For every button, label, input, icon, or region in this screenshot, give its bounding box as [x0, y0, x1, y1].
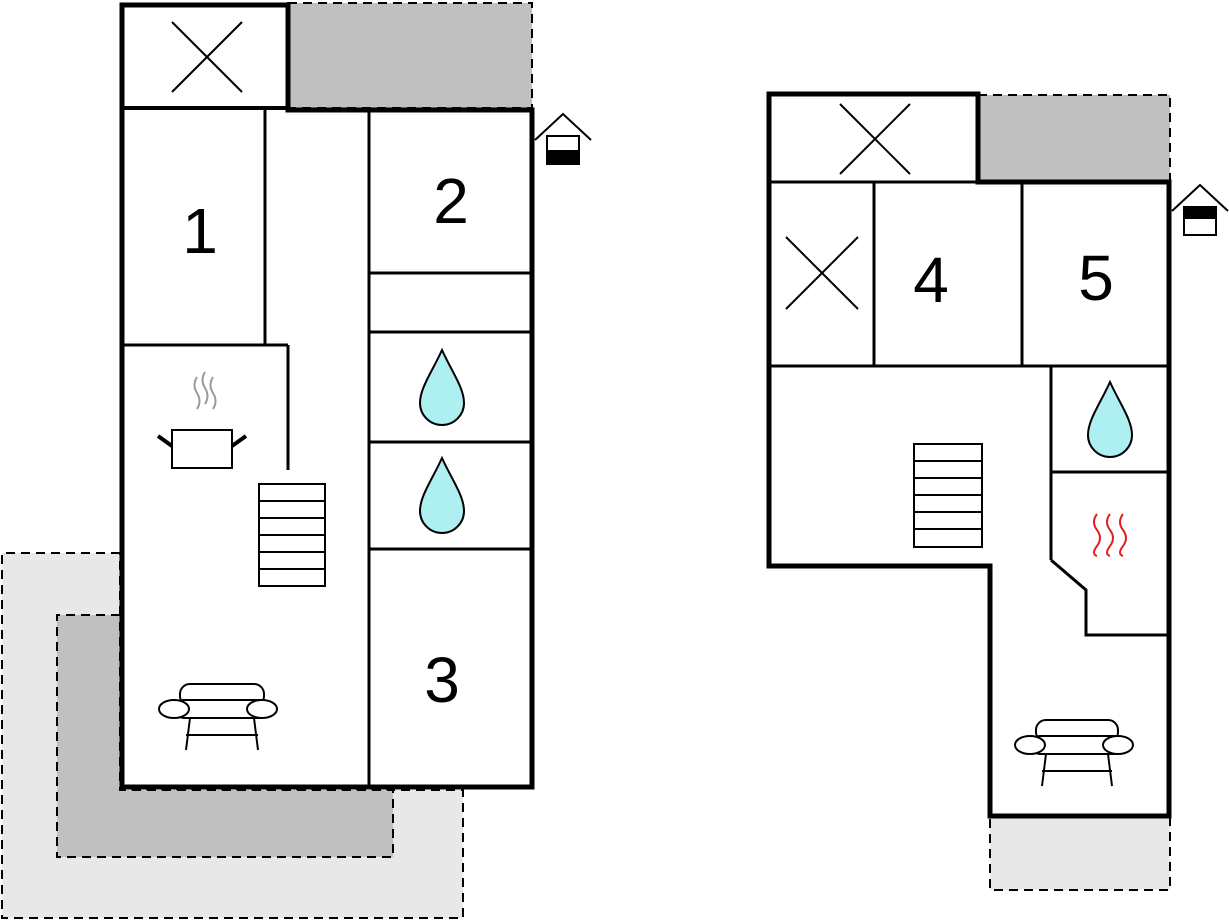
window-x-icon — [171, 21, 243, 93]
bathroom-drop-icon — [418, 347, 466, 426]
sofa-icon — [158, 683, 278, 751]
entrance-icon — [534, 112, 592, 165]
entrance-icon — [1171, 183, 1229, 236]
room-label-1: 1 — [182, 195, 218, 267]
kitchen-pot-icon — [156, 371, 248, 469]
terrace-bottom-right — [989, 816, 1171, 891]
sauna-heat-icon — [1093, 513, 1127, 557]
room-label-2: 2 — [433, 165, 469, 237]
terrace-inner — [56, 614, 394, 858]
stairs-icon — [913, 443, 983, 548]
stairs-icon — [258, 483, 326, 587]
floor-plan-right: 4 5 — [766, 91, 1229, 891]
window-x-icon — [839, 103, 911, 175]
interior-walls — [122, 110, 532, 787]
bathroom-drop-icon — [418, 455, 466, 534]
terrace-top-right — [977, 94, 1171, 182]
room-label-4: 4 — [913, 244, 949, 316]
outer-wall-left — [119, 2, 535, 790]
terrace-top — [287, 2, 533, 109]
window-x-icon — [785, 236, 859, 310]
room-label-5: 5 — [1078, 242, 1114, 314]
interior-walls-right — [769, 180, 1169, 637]
sofa-icon — [1014, 719, 1134, 787]
room-label-3: 3 — [424, 644, 460, 716]
bathroom-drop-icon — [1086, 379, 1134, 458]
floor-plan-left: 1 2 3 — [1, 2, 592, 919]
